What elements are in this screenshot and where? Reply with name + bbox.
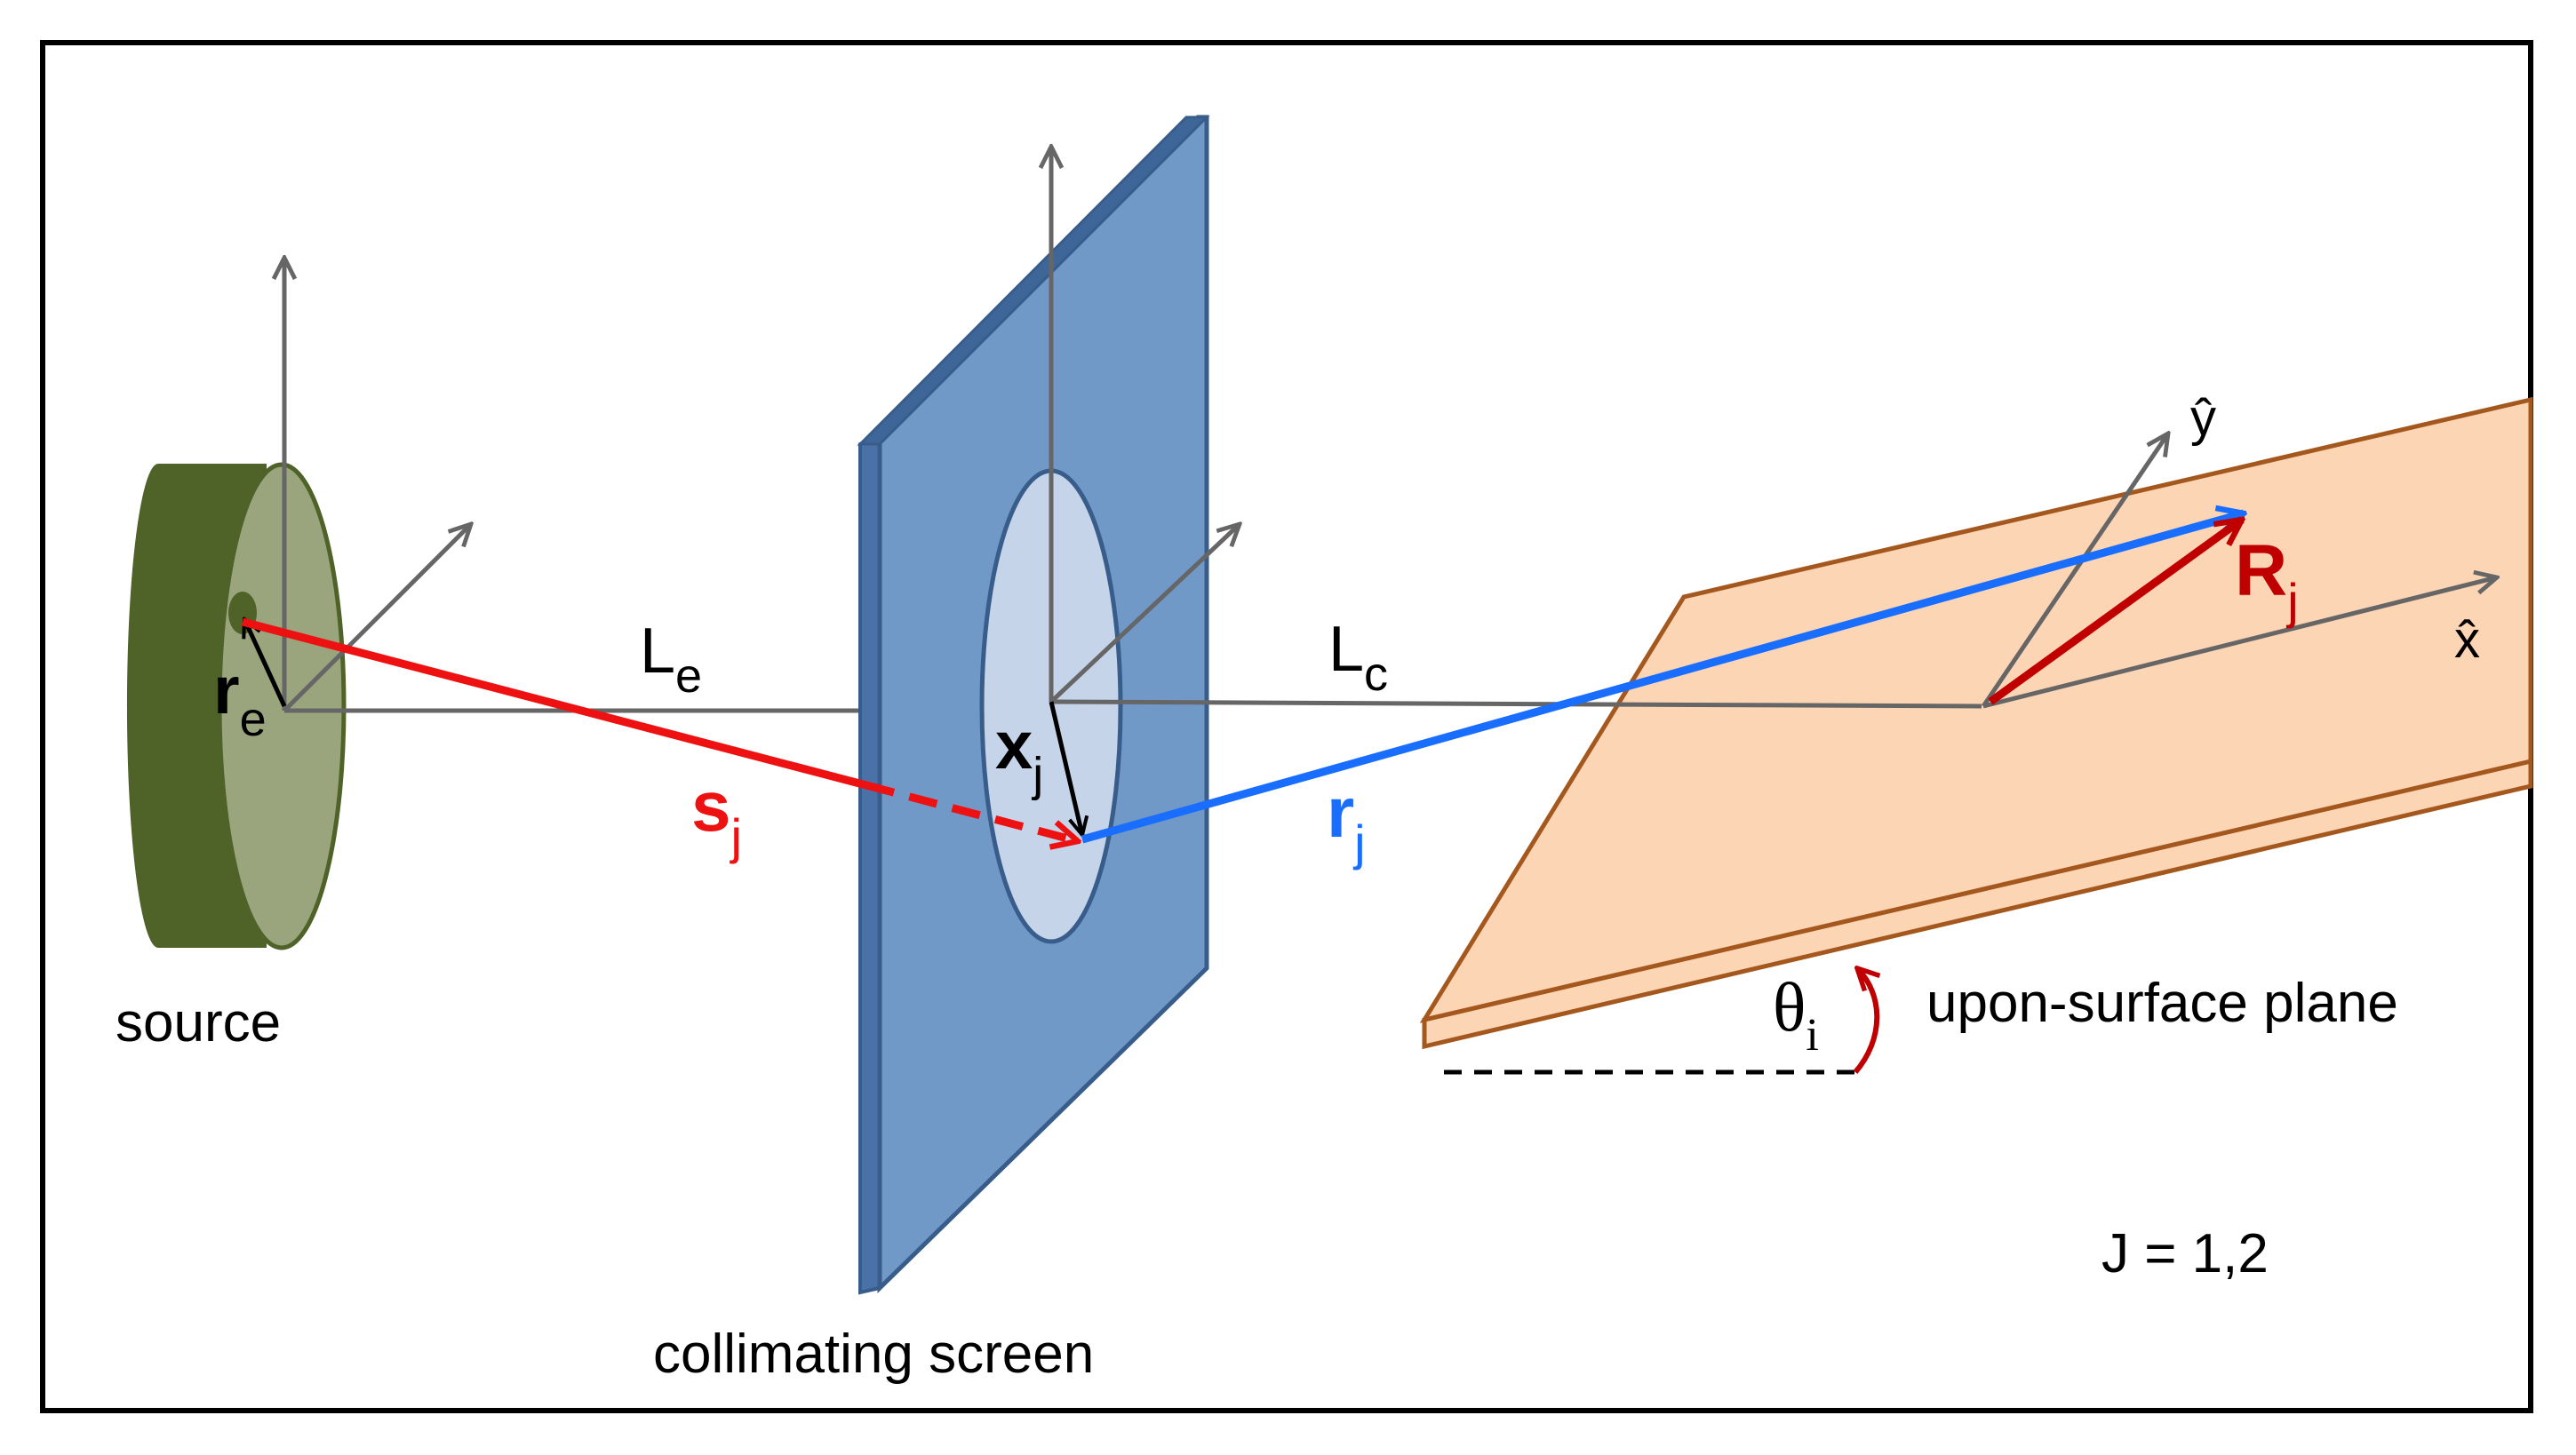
label-theta-sub: i: [1806, 1010, 1818, 1061]
label-xj: xj: [995, 708, 1043, 801]
label-xj-main: x: [995, 708, 1033, 783]
source-depth-axis: [283, 524, 471, 712]
screen-edge: [858, 432, 881, 1295]
label-sj: sj: [691, 767, 742, 864]
label-Lc-sub: c: [1364, 648, 1388, 701]
vector-Rj: [1988, 520, 2242, 705]
label-xj-sub: j: [1031, 748, 1043, 801]
label-Lc: Lc: [1328, 614, 1388, 701]
screen-top-edge: [857, 115, 1210, 446]
label-Le-main: L: [640, 616, 675, 687]
source: [126, 462, 347, 950]
label-theta: θi: [1773, 968, 1819, 1061]
plane-axes: [1981, 433, 2497, 709]
plane-x-axis: [1982, 577, 2497, 709]
label-re: re: [213, 653, 267, 746]
vector-sj-dashed: [865, 781, 1078, 841]
screen-axes: [1049, 147, 1240, 704]
vector-xj: [1049, 701, 1082, 835]
baseline-Lc: [1050, 699, 1982, 709]
label-Rj: Rj: [2235, 530, 2299, 629]
label-rj-main: r: [1327, 773, 1354, 852]
label-Rj-main: R: [2235, 530, 2287, 611]
label-upon-surface-plane: upon-surface plane: [1926, 973, 2398, 1034]
label-index-note: J = 1,2: [2101, 1223, 2269, 1284]
label-collimating-screen: collimating screen: [653, 1324, 1094, 1385]
label-Rj-sub: j: [2285, 573, 2298, 629]
collimating-screen: [857, 115, 1210, 1295]
label-Lc-main: L: [1328, 614, 1364, 685]
vector-rj: [1081, 513, 2244, 844]
surface-plane: [1419, 396, 2533, 1050]
label-Le: Le: [640, 616, 702, 703]
label-re-main: r: [213, 653, 240, 728]
label-sj-main: s: [691, 767, 731, 846]
plane-top-face: [1419, 396, 2533, 1023]
vector-sj-solid: [241, 617, 868, 790]
label-rj-sub: j: [1352, 815, 1365, 871]
label-Le-sub: e: [675, 649, 702, 703]
label-source: source: [116, 992, 281, 1053]
label-rj: rj: [1327, 773, 1366, 871]
label-sj-sub: j: [730, 808, 742, 864]
label-y-hat: ŷ: [2190, 389, 2216, 447]
source-face: [217, 462, 347, 950]
angle-arc-arrow: [1853, 968, 1877, 1074]
label-theta-main: θ: [1773, 968, 1806, 1046]
plane-y-axis: [1981, 433, 2168, 708]
screen-depth-axis: [1049, 524, 1240, 704]
label-re-sub: e: [240, 693, 267, 746]
label-x-hat: x̂: [2454, 611, 2480, 669]
vector-re: [244, 619, 287, 708]
